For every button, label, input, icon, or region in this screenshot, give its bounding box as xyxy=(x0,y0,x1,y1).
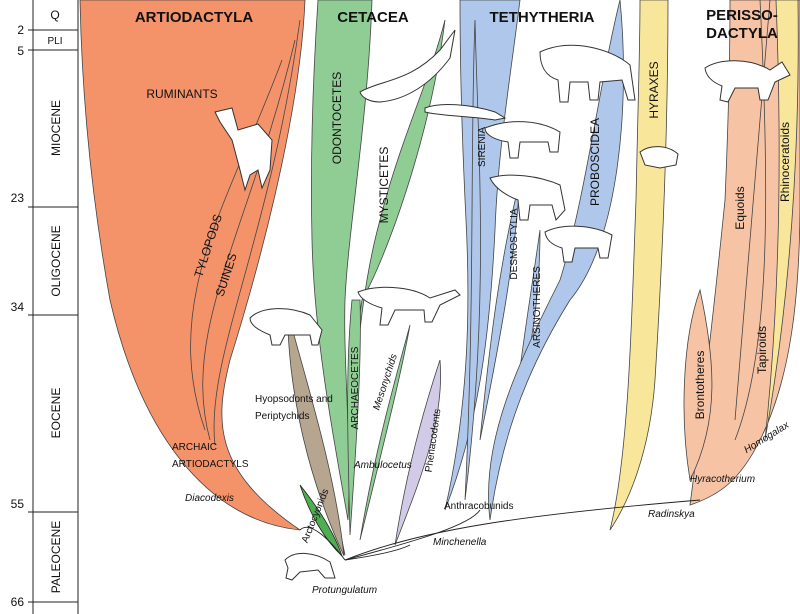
mysticetes-label: MYSTICETES xyxy=(377,147,391,224)
brontotheres-shape xyxy=(683,288,713,482)
protungulatum-icon xyxy=(284,553,336,581)
rhino-icon xyxy=(489,174,566,222)
hyracotherium-label: Hyracotherium xyxy=(690,474,755,485)
anthracobunids-label: Anthracobunids xyxy=(444,501,514,512)
phenacodonts-shape xyxy=(394,359,442,546)
tapiroids-label: Tapiroids xyxy=(755,326,769,374)
animal-illustrations xyxy=(214,29,791,581)
horse-icon xyxy=(704,60,791,103)
age-34: 34 xyxy=(11,300,25,314)
archaic-artiodactyls-label-1: ARCHAIC xyxy=(172,442,217,453)
perissodactyla-title-2: DACTYLA xyxy=(706,25,778,42)
hyopsodonts-fill xyxy=(287,327,345,557)
tapir-like-icon xyxy=(544,225,613,263)
sirenia-label: SIRENIA xyxy=(477,127,488,167)
perissodactyla-clade xyxy=(683,0,800,506)
archaic-artiodactyls-label-2: ARTIODACTYLS xyxy=(172,459,249,470)
minchenella-label: Minchenella xyxy=(433,537,487,548)
ruminants-label: RUMINANTS xyxy=(146,87,217,101)
mesonychid-icon xyxy=(357,286,461,326)
tethytheria-title: TETHYTHERIA xyxy=(490,9,595,26)
age-5: 5 xyxy=(17,44,24,58)
epoch-miocene: MIOCENE xyxy=(49,100,63,156)
age-55: 55 xyxy=(11,497,25,511)
radinskya-label: Radinskya xyxy=(648,509,695,520)
arsinoitherium-icon xyxy=(484,121,561,159)
epoch-q: Q xyxy=(50,8,59,22)
camel-icon xyxy=(214,107,273,192)
archaeocetes-label: ARCHAEOCETES xyxy=(350,346,361,429)
age-2: 2 xyxy=(17,23,24,37)
ruminants-lineage xyxy=(213,19,301,446)
diacodexis-label: Diacodexis xyxy=(185,493,234,504)
arsinoitheres-label: ARSINOITHERES xyxy=(532,266,543,348)
epoch-eocene: EOCENE xyxy=(49,388,63,439)
epoch-oligocene: OLIGOCENE xyxy=(49,225,63,296)
suines-lineage xyxy=(202,39,296,441)
hyrax-icon xyxy=(639,146,679,169)
equoids-label: Equoids xyxy=(733,186,747,229)
sirenia-shape xyxy=(464,19,481,501)
root-branches xyxy=(299,499,701,561)
time-scale: 2 5 23 34 55 66 Q PLI MIOCENE OLIGOCENE … xyxy=(11,0,79,614)
artiodactyla-title: ARTIODACTYLA xyxy=(135,9,253,26)
archaeocetes-shape xyxy=(347,299,361,536)
hyraxes-shape xyxy=(609,0,669,531)
arctocyonid-icon xyxy=(249,308,323,346)
odontocetes-label: ODONTOCETES xyxy=(330,72,344,164)
age-23: 23 xyxy=(11,191,25,205)
perissodactyla-title-1: PERISSO- xyxy=(706,7,778,24)
mesonychids-shape xyxy=(359,324,411,541)
cetacea-title: CETACEA xyxy=(337,9,409,26)
desmostylia-label: DESMOSTYLIA xyxy=(509,208,520,279)
epoch-pliocene: PLI xyxy=(47,36,62,47)
mammoth-icon xyxy=(539,44,636,103)
rhinoceratoids-shape xyxy=(764,0,799,441)
desmostylia-shape xyxy=(479,179,521,441)
hyopsodonts-label-2: Periptychids xyxy=(255,411,309,422)
age-66: 66 xyxy=(11,595,25,609)
proboscidea-shape xyxy=(488,0,624,521)
protungulatum-label: Protungulatum xyxy=(312,585,377,596)
dugong-icon xyxy=(424,104,507,121)
tethytheria-clade xyxy=(444,0,624,521)
rhinoceratoids-label: Rhinoceratoids xyxy=(778,122,792,202)
tylopods-lineage xyxy=(190,59,283,431)
equoids-lineage xyxy=(734,0,771,421)
brontotheres-label: Brontotheres xyxy=(693,351,707,420)
hyraxes-label: HYRAXES xyxy=(647,61,661,118)
whale-icon xyxy=(359,29,456,103)
ambulocetus-label: Ambulocetus xyxy=(353,460,412,471)
hyopsodonts-label-1: Hyopsodonts and xyxy=(255,394,333,405)
epoch-paleocene: PALEOCENE xyxy=(49,521,63,593)
odontocetes-shape xyxy=(311,0,373,521)
proboscidea-label: PROBOSCIDEA xyxy=(588,118,602,206)
